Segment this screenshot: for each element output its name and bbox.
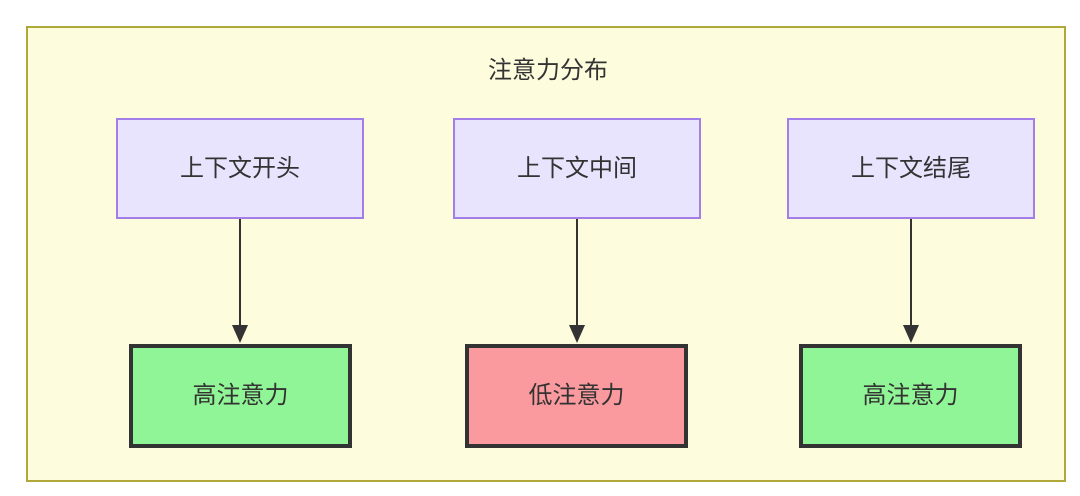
- context-node-middle-label: 上下文中间: [517, 154, 637, 182]
- arrow-down-icon-middle: [569, 219, 585, 343]
- attention-distribution-subgraph: 注意力分布 上下文开头 高注意力 上下文中间 低注意力 上下文结尾 高注意力: [26, 26, 1066, 482]
- context-node-end[interactable]: 上下文结尾: [787, 118, 1035, 219]
- context-node-start[interactable]: 上下文开头: [116, 118, 364, 219]
- attention-node-low-middle[interactable]: 低注意力: [465, 344, 688, 448]
- context-node-middle[interactable]: 上下文中间: [453, 118, 701, 219]
- page-title: 注意力分布: [488, 57, 608, 84]
- arrow-down-icon-start: [232, 219, 248, 343]
- attention-node-high-end-label: 高注意力: [862, 382, 959, 409]
- arrow-down-icon-end: [903, 219, 919, 343]
- attention-node-high-end[interactable]: 高注意力: [799, 344, 1022, 448]
- attention-node-low-middle-label: 低注意力: [528, 382, 625, 409]
- attention-node-high-start-label: 高注意力: [192, 382, 289, 409]
- attention-node-high-start[interactable]: 高注意力: [129, 344, 352, 448]
- context-node-start-label: 上下文开头: [180, 154, 300, 182]
- context-node-end-label: 上下文结尾: [851, 154, 971, 182]
